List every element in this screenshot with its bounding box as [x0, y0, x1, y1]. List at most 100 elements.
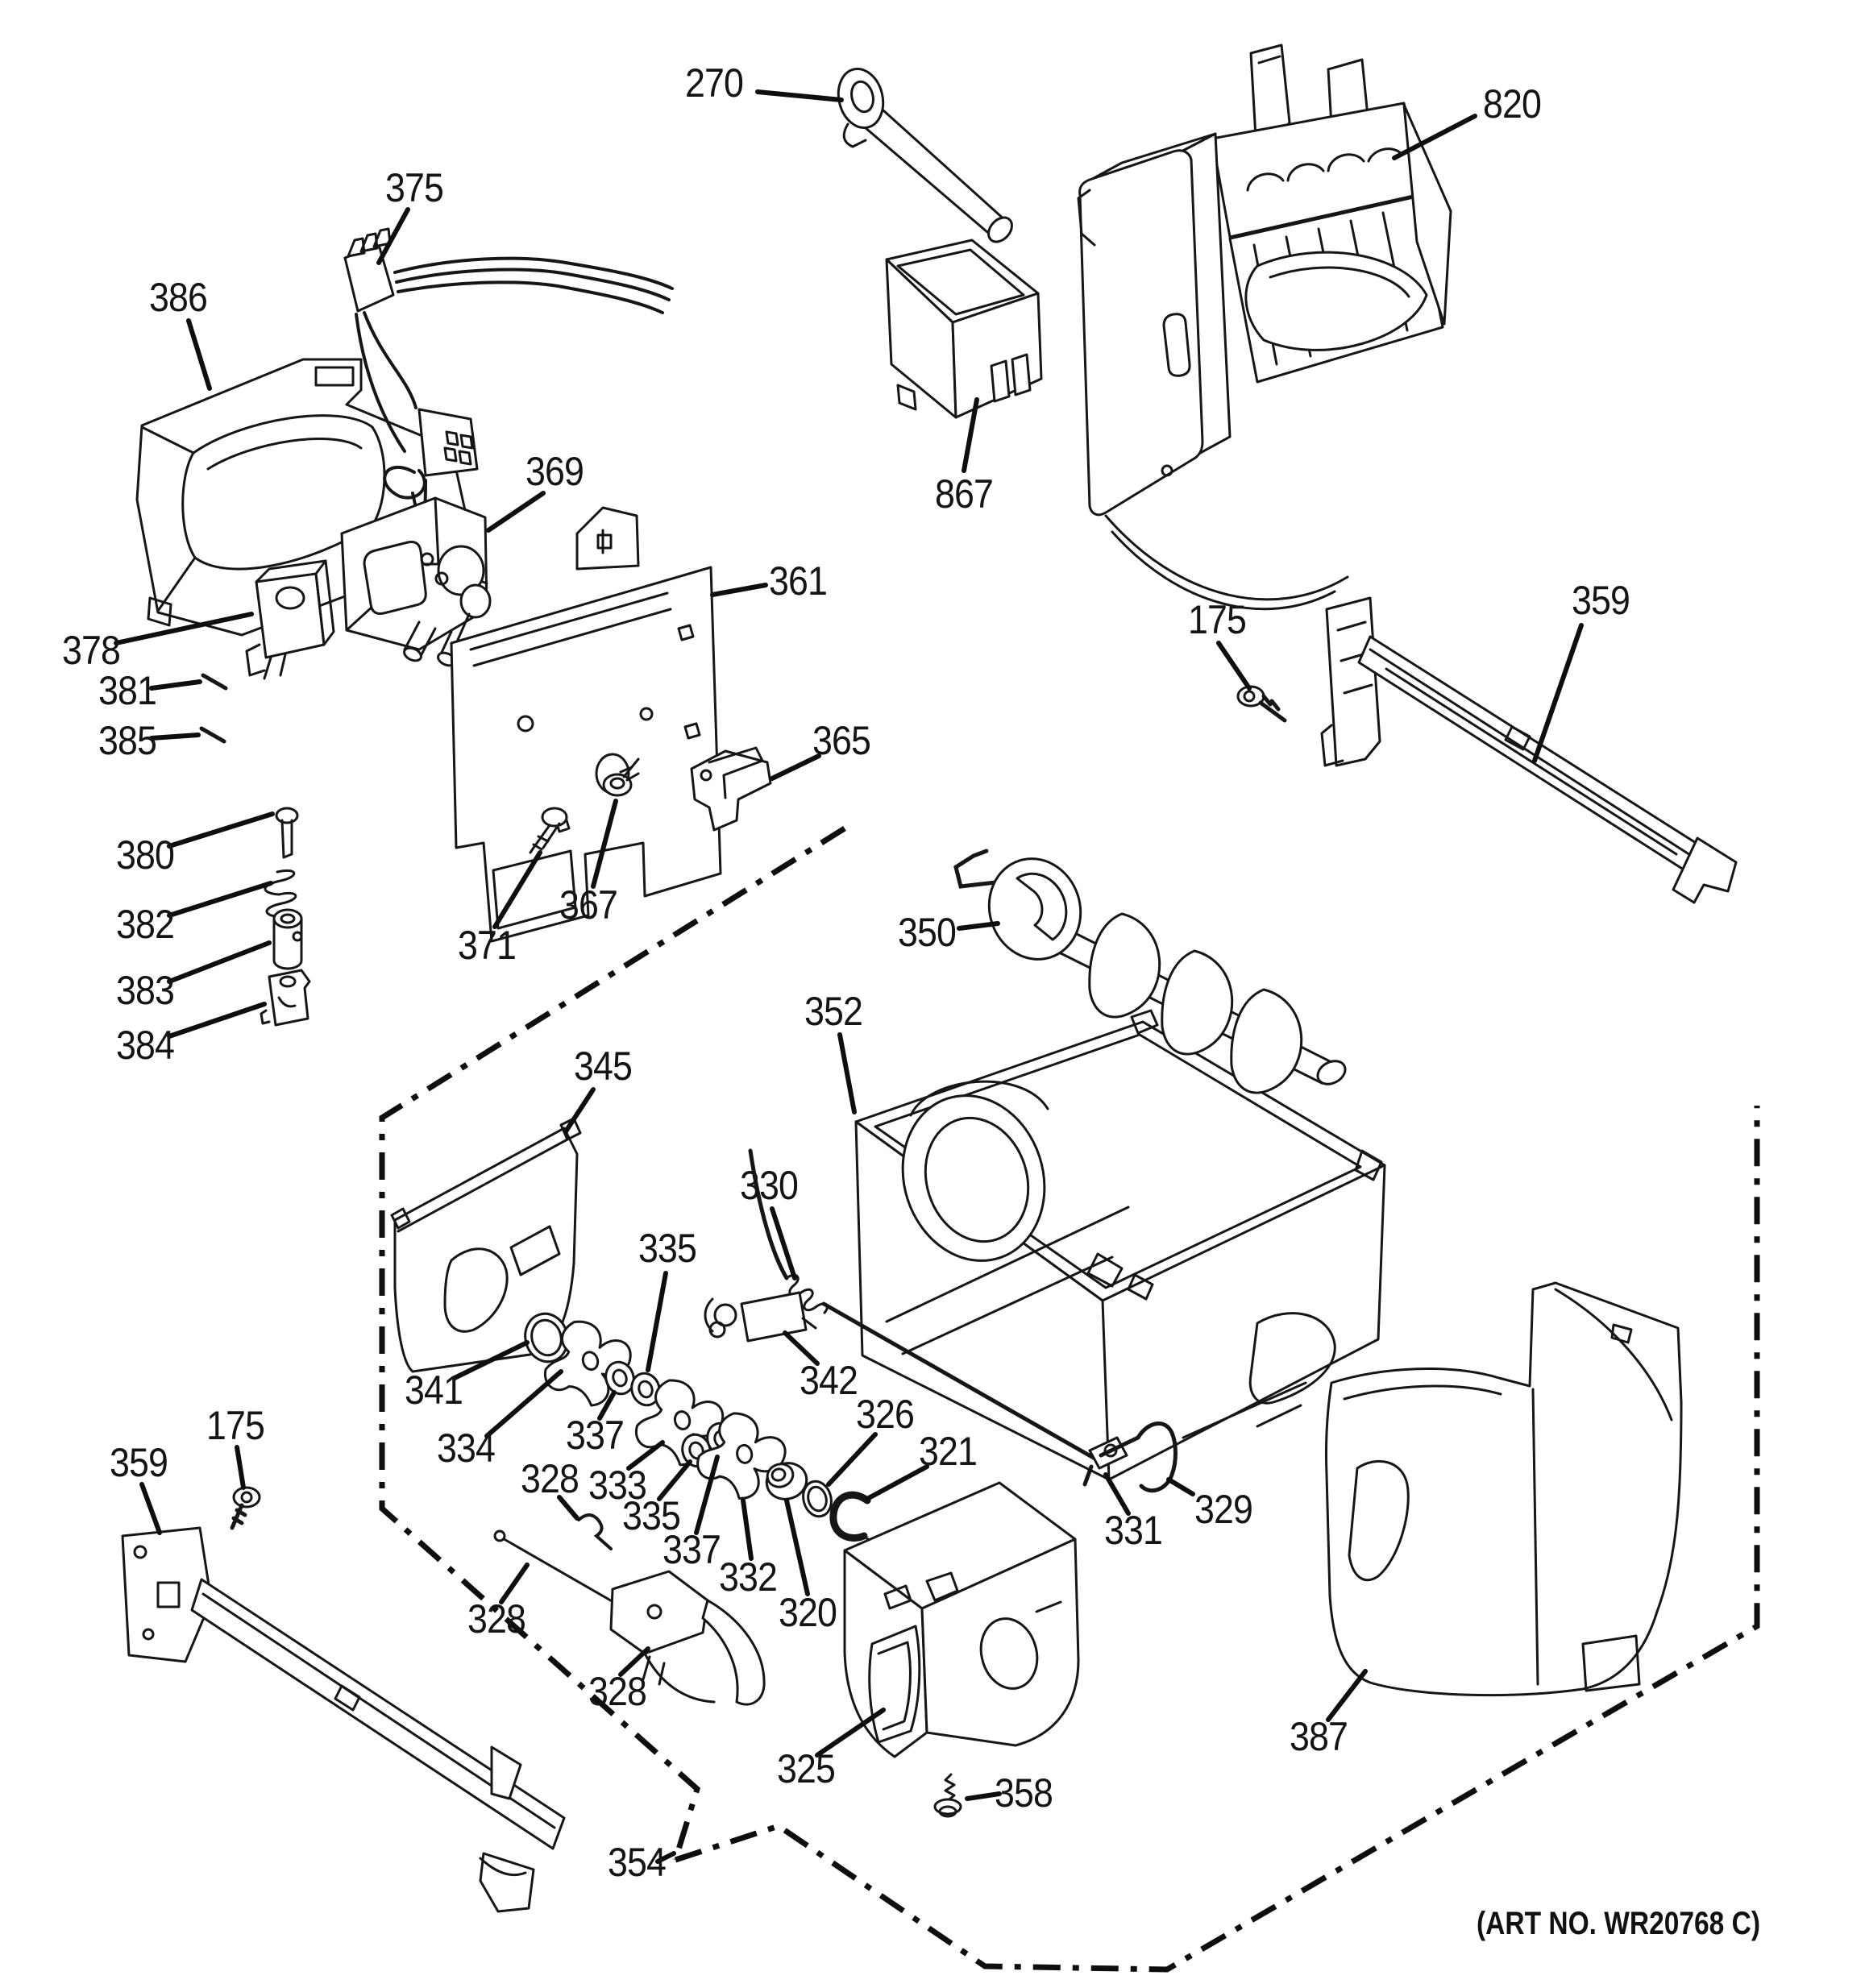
divider-slot	[509, 1225, 561, 1276]
callout-label-359-left: 359	[110, 1440, 168, 1485]
callout-label-365: 365	[812, 718, 870, 763]
actuator-body	[609, 1570, 709, 1655]
sweep-arm-line	[1269, 266, 1410, 298]
screw-shank	[1258, 694, 1287, 723]
head-front	[1078, 149, 1204, 517]
rod-330-art	[748, 1148, 1100, 1463]
pin	[199, 726, 226, 744]
grommet-outer	[837, 68, 885, 129]
callout-label-330: 330	[740, 1163, 798, 1208]
plate-bracket	[575, 506, 640, 571]
leader-384	[167, 1002, 267, 1039]
leader-361	[710, 583, 768, 597]
leader-175-right	[1216, 641, 1252, 691]
tab-line	[1257, 55, 1281, 64]
callout-label-320: 320	[779, 1590, 837, 1635]
screw-tip	[529, 822, 561, 854]
callout-label-361: 361	[769, 558, 827, 604]
cover-creases	[1343, 1288, 1673, 1686]
callout-label-358: 358	[995, 1770, 1053, 1816]
callout-label-382: 382	[116, 902, 174, 947]
callout-label-386: 386	[149, 275, 207, 320]
mold-end	[1402, 103, 1452, 326]
leader-352	[837, 1032, 857, 1114]
pin-shaft	[280, 819, 293, 859]
actuator-fork	[642, 1652, 716, 1704]
callout-label-380: 380	[116, 832, 174, 878]
plug-terminals	[347, 227, 392, 258]
clamp-hole	[279, 975, 297, 988]
callout-label-335-lower: 335	[622, 1493, 680, 1538]
leader-382	[167, 881, 273, 918]
leader-381	[149, 679, 202, 691]
clamp-notch	[260, 996, 297, 1025]
plate-rail	[469, 591, 672, 667]
leader-354	[655, 1851, 676, 1864]
icemaker-820-art	[1077, 44, 1452, 611]
wire	[395, 268, 671, 301]
plate-hole	[639, 707, 654, 721]
leader-375	[376, 207, 410, 265]
callout-label-332: 332	[719, 1554, 777, 1600]
leader-358	[965, 1791, 1002, 1801]
callout-label-820: 820	[1483, 81, 1541, 127]
grommet-tab	[842, 122, 867, 148]
catch-leaf	[704, 1297, 817, 1333]
housing-sq-hole	[883, 1584, 912, 1610]
callout-label-369: 369	[525, 449, 584, 494]
mold-crescents	[1246, 147, 1402, 192]
bucket-right-wall	[1107, 1164, 1386, 1481]
callout-label-385: 385	[98, 718, 156, 763]
flight	[1230, 988, 1303, 1094]
screw-socket	[240, 1491, 253, 1504]
plate-hole	[133, 1545, 147, 1559]
callout-label-328-middle: 328	[467, 1596, 525, 1641]
callout-label-345: 345	[574, 1044, 632, 1089]
callout-label-387: 387	[1290, 1714, 1348, 1759]
leader-369	[486, 491, 546, 533]
callout-label-325: 325	[777, 1746, 835, 1791]
leader-326	[826, 1432, 878, 1487]
solenoid-edges	[255, 559, 335, 646]
rod-line	[821, 1301, 1100, 1463]
bearing-320-art	[765, 1462, 808, 1500]
head-clip	[1077, 189, 1096, 247]
auger-crank	[953, 849, 1005, 889]
leader-367	[591, 799, 618, 889]
leader-320	[784, 1498, 810, 1596]
plate-hole	[517, 715, 534, 733]
actuator-hole	[646, 1604, 663, 1620]
plate-cutout	[156, 1581, 181, 1608]
bezel-collar	[909, 1080, 1049, 1117]
leader-334	[484, 1369, 563, 1438]
leader-820	[1392, 114, 1477, 160]
auger-350-art	[953, 849, 1347, 1094]
callout-label-342: 342	[800, 1358, 858, 1403]
pin-tip	[987, 216, 1013, 243]
cover-cutout	[1348, 1459, 1410, 1582]
rail-latch	[1672, 836, 1738, 904]
screw-head-top	[609, 777, 625, 790]
callout-label-375: 375	[385, 165, 443, 210]
callout-label-326: 326	[856, 1392, 914, 1437]
housing-window-inner	[877, 1641, 912, 1731]
leader-330	[770, 1206, 797, 1280]
callout-label-328-top: 328	[521, 1456, 579, 1501]
leader-335-upper	[646, 1271, 668, 1372]
eclip	[829, 1491, 871, 1542]
callout-label-333: 333	[588, 1463, 646, 1508]
rail-notch	[334, 1684, 361, 1712]
screw-367-art	[602, 757, 640, 797]
stud-end	[403, 646, 422, 662]
callout-label-354: 354	[608, 1840, 666, 1885]
screw-head-under	[938, 1805, 957, 1818]
leader-328-top	[557, 1495, 579, 1521]
screw-175-right-art	[1236, 685, 1287, 723]
bucket-inner-lines	[885, 1206, 1307, 1439]
leader-359-right	[1532, 623, 1584, 763]
callout-label-367: 367	[559, 882, 617, 928]
cover-387-art	[1324, 1281, 1683, 1697]
callout-label-359-right: 359	[1572, 578, 1630, 623]
spring-328-top-art	[577, 1513, 613, 1550]
